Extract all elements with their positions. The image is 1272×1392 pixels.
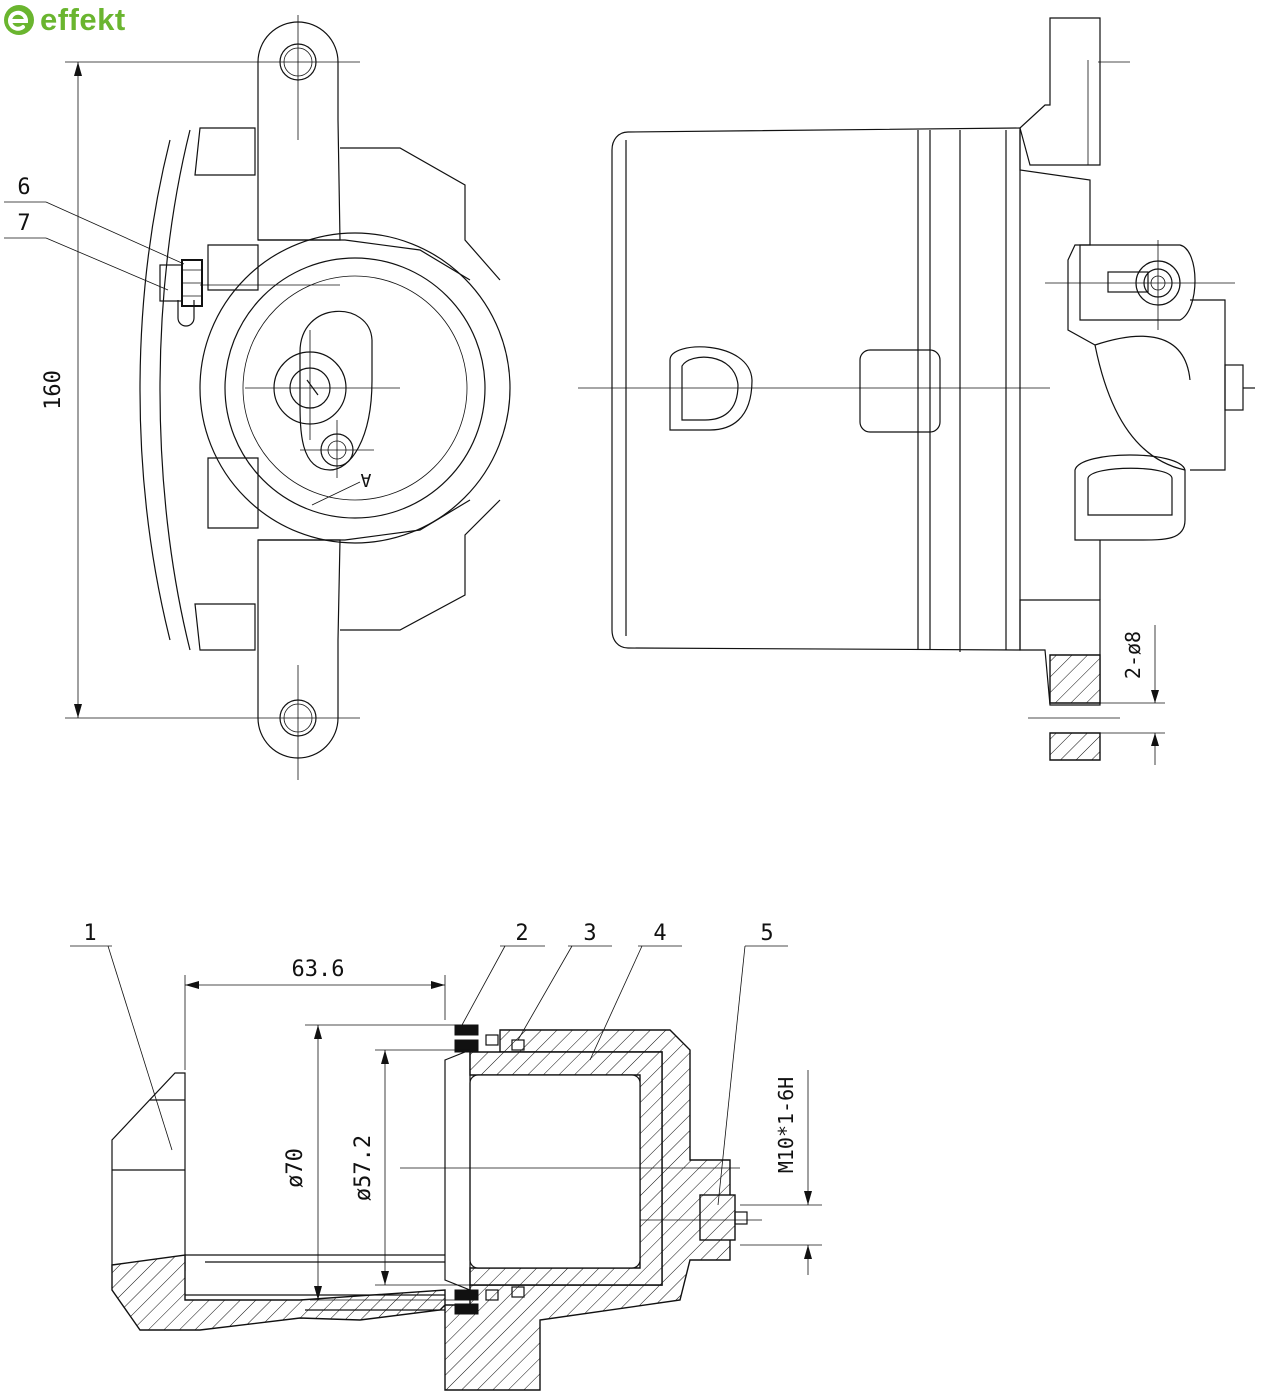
dimension-height-160: 160 (41, 370, 66, 410)
brand-logo: effekt (2, 2, 126, 38)
callout-2: 2 (515, 921, 528, 946)
callout-3: 3 (583, 921, 596, 946)
section-view: 63.6 ø70 ø57.2 M10*1-6H 1 2 3 4 (70, 921, 822, 1391)
callout-4: 4 (653, 921, 666, 946)
dimension-piston-diameter: ø57.2 (351, 1135, 376, 1201)
side-view: 2-ø8 (578, 17, 1255, 765)
callout-5: 5 (760, 921, 773, 946)
brand-name: effekt (40, 2, 126, 37)
dimension-thread: M10*1-6H (774, 1077, 798, 1173)
dimension-bore-depth: 63.6 (292, 957, 345, 982)
brand-logo-icon (4, 5, 34, 35)
front-view: 160 6 7 A (4, 15, 511, 780)
dimension-outer-diameter: ø70 (283, 1148, 308, 1188)
callout-6: 6 (17, 175, 30, 200)
dimension-hole-2x8: 2-ø8 (1121, 631, 1145, 679)
section-label-a: A (360, 469, 371, 490)
callout-1: 1 (83, 921, 96, 946)
callout-7: 7 (17, 211, 30, 236)
